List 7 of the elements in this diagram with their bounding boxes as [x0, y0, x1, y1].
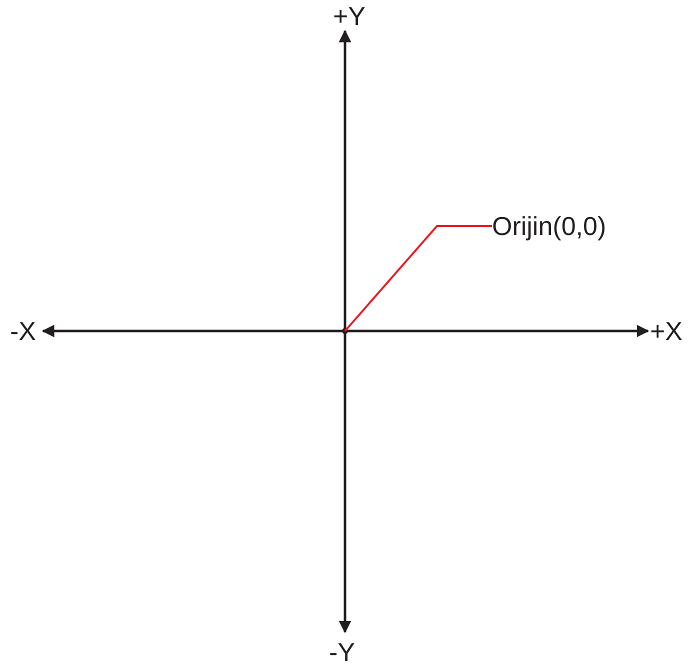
axis-label: +Y [333, 2, 366, 30]
axis-label: +X [650, 317, 683, 345]
leader-line [344, 225, 492, 332]
axis-label: -X [10, 317, 36, 345]
callout-label: Orijin(0,0) [492, 212, 606, 240]
axis-label: -Y [329, 638, 355, 665]
origin-point [342, 328, 348, 334]
